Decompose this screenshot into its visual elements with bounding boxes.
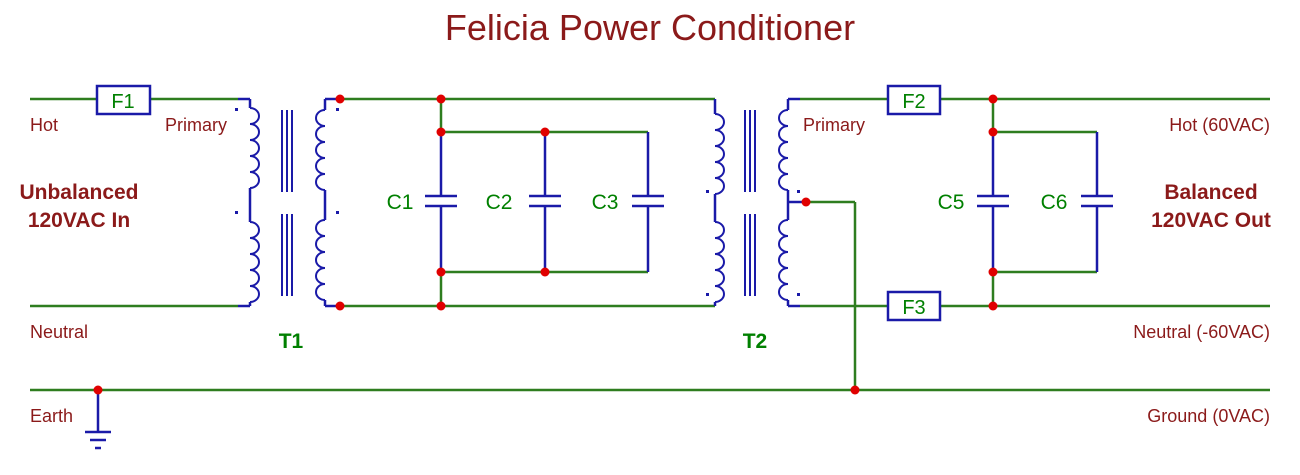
- label-ground-out: Ground (0VAC): [1147, 406, 1270, 426]
- capacitor-c3: [632, 132, 664, 272]
- junction-dot: [436, 267, 446, 277]
- label-t1: T1: [279, 330, 304, 353]
- label-c3: C3: [592, 191, 619, 214]
- label-hot-out: Hot (60VAC): [1169, 115, 1270, 135]
- junction-dot: [540, 127, 550, 137]
- junction-dot: [540, 267, 550, 277]
- label-c1: C1: [387, 191, 414, 214]
- wires: [30, 97, 1270, 392]
- label-neutral-out: Neutral (-60VAC): [1133, 322, 1270, 342]
- label-neutral-in: Neutral: [30, 322, 88, 342]
- label-c6: C6: [1041, 191, 1068, 214]
- junction-dot: [801, 197, 811, 207]
- label-t2: T2: [743, 330, 768, 353]
- label-c2: C2: [486, 191, 513, 214]
- label-c5: C5: [938, 191, 965, 214]
- label-output-line1: Balanced: [1164, 181, 1257, 204]
- junction-dot: [335, 301, 345, 311]
- transformer-t2: [706, 97, 806, 308]
- junction-dots: [93, 94, 998, 395]
- junction-dot: [988, 94, 998, 104]
- label-output-line2: 120VAC Out: [1151, 209, 1271, 232]
- fuse-f2-label: F2: [902, 91, 925, 113]
- diagram-title: Felicia Power Conditioner: [445, 7, 855, 48]
- label-primary-t2: Primary: [803, 115, 865, 135]
- capacitor-c6: [1081, 132, 1113, 272]
- junction-dot: [988, 267, 998, 277]
- capacitor-c2: [529, 132, 561, 272]
- earth-ground-symbol: [85, 390, 111, 450]
- fuse-f1: F1: [95, 84, 152, 116]
- label-primary-t1: Primary: [165, 115, 227, 135]
- junction-dot: [436, 94, 446, 104]
- transformer-t1: [235, 97, 340, 308]
- fuse-f1-label: F1: [111, 91, 134, 113]
- junction-dot: [335, 94, 345, 104]
- junction-dot: [436, 127, 446, 137]
- fuse-f3-label: F3: [902, 297, 925, 319]
- junction-dot: [436, 301, 446, 311]
- label-hot-in: Hot: [30, 115, 58, 135]
- fuse-f2: F2: [886, 84, 942, 116]
- label-input-line2: 120VAC In: [28, 209, 130, 232]
- junction-dot: [988, 301, 998, 311]
- label-input-line1: Unbalanced: [19, 181, 138, 204]
- junction-dot: [850, 385, 860, 395]
- junction-dot: [93, 385, 103, 395]
- capacitor-c5: [977, 132, 1009, 272]
- label-earth: Earth: [30, 406, 73, 426]
- capacitor-c1: [425, 132, 457, 272]
- junction-dot: [988, 127, 998, 137]
- fuse-f3: F3: [886, 290, 942, 322]
